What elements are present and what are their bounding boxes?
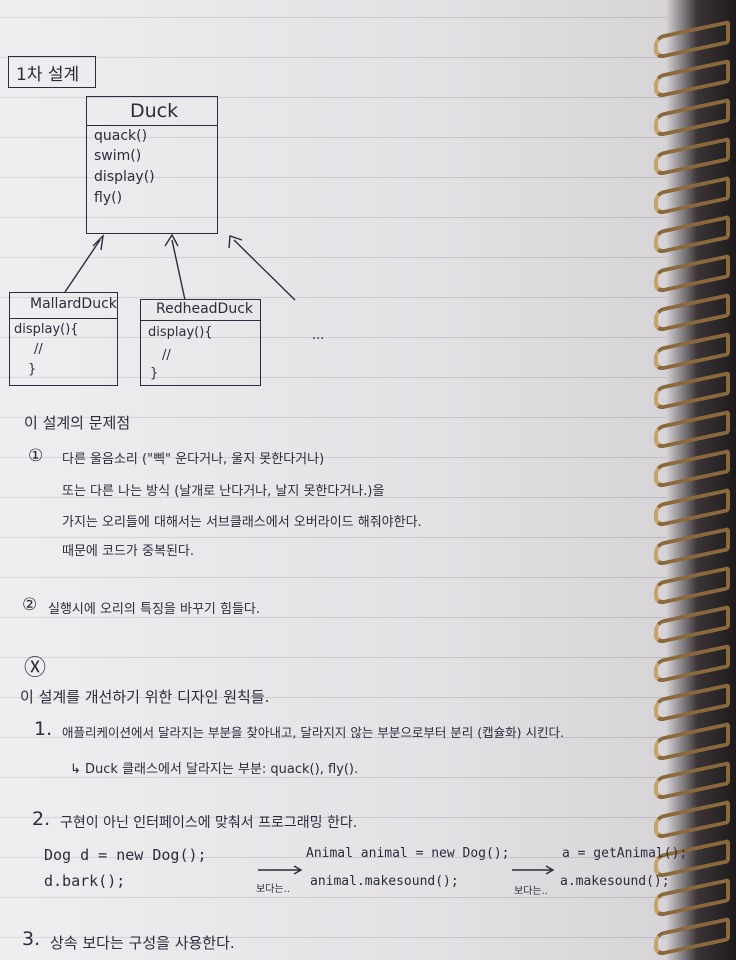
uml-redhead-line: display(){ xyxy=(148,325,213,340)
solution-mark: Ⓧ xyxy=(24,656,47,681)
code-left-line: Dog d = new Dog(); xyxy=(44,846,207,864)
uml-divider xyxy=(86,125,217,126)
uml-redhead-line: // xyxy=(162,348,171,363)
problem-1-marker: ① xyxy=(28,446,44,466)
problem-2-text: 실행시에 오리의 특징을 바꾸기 힘들다. xyxy=(48,602,261,617)
arrow-line xyxy=(233,239,296,301)
uml-mallard-line: // xyxy=(34,342,43,357)
uml-divider xyxy=(140,320,260,321)
principle-2-text: 구현이 아닌 인터페이스에 맞춰서 프로그래밍 한다. xyxy=(60,815,358,831)
spiral-binding xyxy=(666,0,736,960)
problems-title: 이 설계의 문제점 xyxy=(24,414,131,432)
uml-redhead-line: } xyxy=(150,366,159,381)
uml-mallard-class xyxy=(9,292,118,386)
uml-duck-class xyxy=(86,96,218,234)
code-mid-line: Animal animal = new Dog(); xyxy=(306,846,510,861)
arrow-label: 보다는.. xyxy=(514,886,548,897)
principle-3-num: 3. xyxy=(22,928,41,950)
uml-duck-name: Duck xyxy=(130,100,179,122)
principle-3-text: 상속 보다는 구성을 사용한다. xyxy=(50,934,235,952)
principle-1-sub: ↳ Duck 클래스에서 달라지는 부분: quack(), fly(). xyxy=(70,762,359,777)
uml-mallard-line: } xyxy=(28,362,37,377)
heading-box xyxy=(8,56,96,88)
uml-method: quack() xyxy=(94,128,148,144)
code-right-line: a.makesound(); xyxy=(560,874,670,889)
arrow-head xyxy=(92,234,104,251)
code-mid-line: animal.makesound(); xyxy=(310,874,459,889)
uml-method: fly() xyxy=(94,190,123,206)
code-right-line: a = getAnimal(); xyxy=(562,846,688,861)
principle-1-text: 애플리케이션에서 달라지는 부분을 찾아내고, 달라지지 않는 부분으로부터 분… xyxy=(62,725,564,740)
problem-1-line: 또는 다른 나는 방식 (날개로 난다거나, 날지 못한다거나.)을 xyxy=(62,484,385,499)
arrow-label: 보다는.. xyxy=(256,884,290,895)
problem-1-line: 가지는 오리들에 대해서는 서브클래스에서 오버라이드 해줘야한다. xyxy=(62,515,422,530)
problem-1-line: 다른 울음소리 ("삑" 운다거나, 울지 못한다거나) xyxy=(62,452,325,467)
uml-ellipsis: ... xyxy=(312,328,325,343)
uml-mallard-name: MallardDuck xyxy=(30,296,117,312)
problem-1-line: 때문에 코드가 중복된다. xyxy=(62,544,194,559)
principle-1-num: 1. xyxy=(34,718,53,740)
arrow-line xyxy=(171,239,186,301)
principles-title: 이 설계를 개선하기 위한 디자인 원칙들. xyxy=(20,688,270,706)
uml-mallard-line: display(){ xyxy=(14,322,79,337)
uml-divider xyxy=(9,318,117,319)
problem-2-marker: ② xyxy=(22,595,38,615)
uml-method: swim() xyxy=(94,148,142,164)
uml-redhead-name: RedheadDuck xyxy=(156,301,254,317)
arrow-head xyxy=(293,865,303,875)
arrow-head xyxy=(164,233,179,247)
code-left-line: d.bark(); xyxy=(44,872,126,890)
arrow-line xyxy=(64,239,101,293)
uml-redhead-class xyxy=(140,299,261,386)
heading-text: 1차 설계 xyxy=(16,65,80,85)
uml-method: display() xyxy=(94,169,155,185)
arrow-head xyxy=(228,235,243,249)
arrow-head xyxy=(545,865,555,875)
principle-2-num: 2. xyxy=(32,808,51,830)
